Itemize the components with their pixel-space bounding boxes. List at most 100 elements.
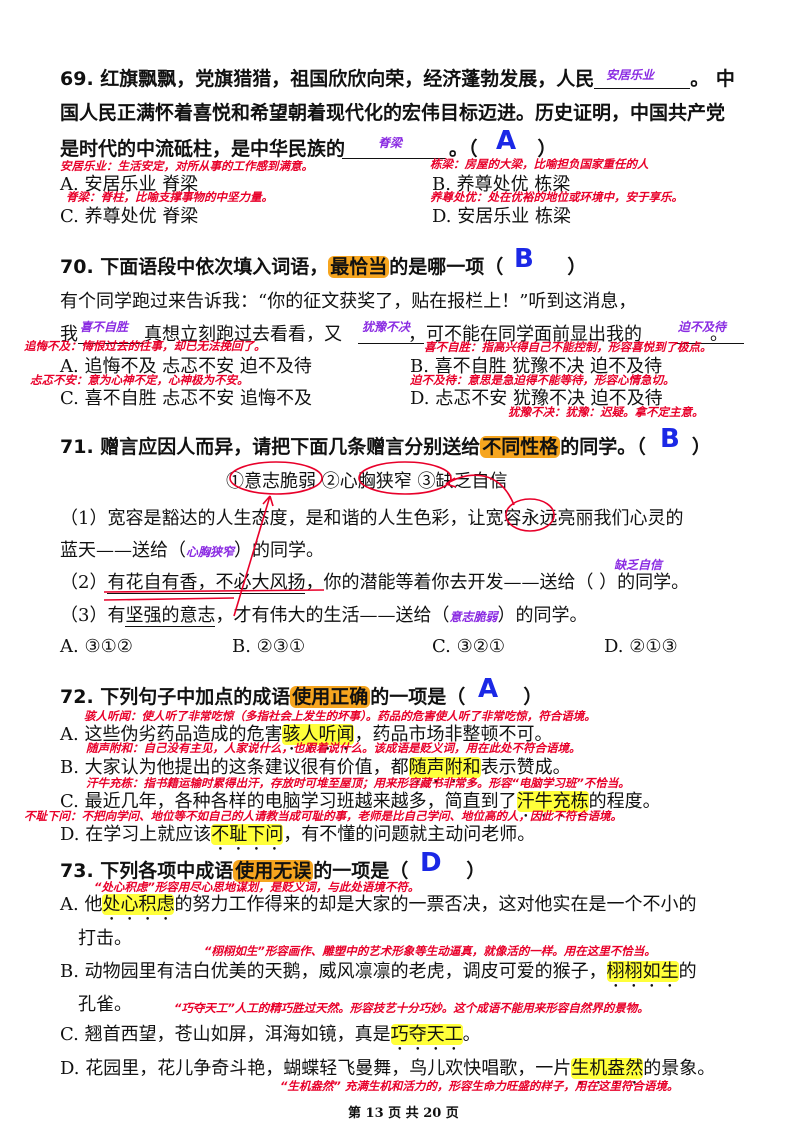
q70-fill1: 喜不自胜 <box>80 320 129 334</box>
q71-s1d: ）的同学。 <box>234 540 325 561</box>
q73-note3: “巧夺天工”人工的精巧胜过天然。形容技艺十分巧妙。这个成语不能用来形容自然界的景… <box>174 1001 649 1015</box>
arrow-to-trait2 <box>445 474 515 506</box>
q70-opt-b: B. 喜不自胜 犹豫不决 迫不及待 <box>410 356 663 377</box>
q70-fill3: 迫不及待 <box>678 320 727 334</box>
q73-answer: D <box>420 848 442 878</box>
q69-note-r2: 养尊处优：处在优裕的地位或环境中，安于享乐。 <box>430 190 683 204</box>
q71-s3-underlined: 坚强的意志 <box>125 605 216 627</box>
q71-answer: B <box>660 424 680 454</box>
arrow-head-trait1 <box>262 495 274 507</box>
q72-stem-b: 的一项是（ <box>370 686 466 708</box>
q73-opt-a2: 的努力工作得来的却是大家的一票否决，这对他实在是一个不小的 <box>174 894 697 915</box>
q70-note-r1: 喜不自胜：指高兴得自己不能控制，形容喜悦到了极点。 <box>424 340 712 354</box>
q69-line3: 是时代的中流砥柱，是中华民族的。（） <box>60 134 557 161</box>
q71-s3-fill: 意志脆弱 <box>449 610 498 624</box>
q71-stem-highlight: 不同性格 <box>480 436 561 458</box>
q72-note4: 不耻下问：不把向学问、地位等不如自己的人请教当成可耻的事，老师是比自己学问、地位… <box>24 809 622 823</box>
q72-opt-a-idiom: 骇人听闻 <box>282 724 355 745</box>
q70-line2: 我真想立刻跑过去看看，又，可不能在同学面前显出我的。 <box>60 320 728 346</box>
arrow-to-trait1 <box>233 495 271 617</box>
q73-opt-c: C. 翘首西望，苍山如屏，洱海如镜，真是巧夺天工。 <box>60 1020 481 1055</box>
q73-note4: “生机盎然” 充满生机和活力的，形容生命力旺盛的样子，用在这里符合语境。 <box>280 1079 679 1093</box>
q73-opt-d-idiom: 生机盎然 <box>571 1058 644 1079</box>
page-footer: 第 13 页 共 20 页 <box>348 1106 459 1121</box>
q71-opt-a: A. ③①② <box>60 636 133 657</box>
q70-line2a: 我 <box>60 324 78 345</box>
q70-stem: 70. 下面语段中依次填入词语，最恰当的是哪一项（） <box>60 252 586 279</box>
q73-stem-b: 的一项是（ <box>313 860 409 882</box>
q69-line2: 国人民正满怀着喜悦和希望朝着现代化的宏伟目标迈进。历史证明，中国共产党 <box>60 102 726 124</box>
q69-line1a: 69. 红旗飘飘，党旗猎猎，祖国欣欣向荣，经济蓬勃发展，人民 <box>60 68 595 90</box>
q69-fill2: 脊梁 <box>378 136 403 150</box>
q70-answer: B <box>514 244 534 274</box>
q70-blank3 <box>676 343 744 344</box>
q72-opt-c-idiom: 汗牛充栋 <box>516 791 589 812</box>
q69-note-r1: 栋梁：房屋的大梁，比喻担负国家重任的人 <box>430 157 649 171</box>
q70-stem-highlight: 最恰当 <box>328 256 390 278</box>
q70-stem-b: 的是哪一项（ <box>389 256 504 278</box>
q73-opt-b2: 的 <box>678 961 697 982</box>
q73-opt-a: A. 他处心积虑的努力工作得来的却是大家的一票否决，这对他实在是一个不小的 <box>60 890 696 925</box>
q72-stem: 72. 下列句子中加点的成语使用正确的一项是（） <box>60 682 542 709</box>
q71-s2a: （2） <box>60 572 108 593</box>
q73-stem: 73. 下列各项中成语使用无误的一项是（） <box>60 856 485 883</box>
q73-opt-c-idiom: 巧夺天工 <box>390 1024 463 1045</box>
q72-opt-d2: ，有不懂的问题就主动问老师。 <box>283 824 536 845</box>
q70-line1: 有个同学跑过来告诉我：“你的征文获奖了，贴在报栏上！”听到这消息， <box>60 291 637 312</box>
q71-opt-b: B. ②③① <box>232 636 306 657</box>
q69-opt-b: B. 养尊处优 栋梁 <box>432 174 571 195</box>
q72-opt-b2: 表示赞成。 <box>480 757 571 778</box>
trait2-circle <box>358 461 452 495</box>
q72-opt-a: A. 这些伪劣药品造成的危害骇人听闻，药品市场非整顿不可。 <box>60 720 552 755</box>
q72-answer: A <box>478 674 499 704</box>
q69-line3a: 是时代的中流砥柱，是中华民族的 <box>60 138 346 160</box>
q73-opt-b: B. 动物园里有洁白优美的天鹅，威风凛凛的老虎，调皮可爱的猴子，栩栩如生的 <box>60 957 697 992</box>
q72-stem-a: 72. 下列句子中加点的成语 <box>60 686 291 708</box>
q69-note-l2: 脊梁：脊柱，比喻支撑事物的中坚力量。 <box>66 190 273 204</box>
q70-line2d: 。 <box>710 324 728 345</box>
q71-traits: ①意志脆弱 ②心胸狭窄 ③缺乏自信 <box>226 471 508 492</box>
q71-s1a: （1）宽容是豁达的人生态度，是和谐的人生色彩，让 <box>60 508 486 529</box>
q69-fill1: 安居乐业 <box>606 68 655 82</box>
q69-line1b: 。 中 <box>690 68 735 90</box>
arrow-head-trait2 <box>445 477 457 488</box>
q72-opt-d: D. 在学习上就应该不耻下问，有不懂的问题就主动问老师。 <box>60 820 535 855</box>
q71-s3b: ，才有伟大的生活——送给（ <box>215 605 450 626</box>
q72-opt-c: C. 最近几年，各种各样的电脑学习班越来越多，简直到了汗牛充栋的程度。 <box>60 787 661 822</box>
q72-stem-c: ） <box>523 686 543 708</box>
q73-opt-d1: D. 花园里，花儿争奇斗艳，蝴蝶轻飞曼舞，鸟儿欢快唱歌，一片 <box>60 1058 572 1079</box>
q70-line2c: ，可不能在同学面前显出我的 <box>408 324 642 345</box>
q71-s1-line1: （1）宽容是豁达的人生态度，是和谐的人生色彩，让宽容永远亮丽我们心灵的 <box>60 504 683 530</box>
q69-opt-c: C. 养尊处优 脊梁 <box>60 206 199 227</box>
trait1-circle <box>229 461 323 495</box>
q71-stem-a: 71. 赠言应因人而异，请把下面几条赠言分别送给 <box>60 436 481 458</box>
q72-opt-d1: D. 在学习上就应该 <box>60 824 212 845</box>
q73-note1: “处心积虑”形容用尽心思地谋划，是贬义词，与此处语境不符。 <box>94 880 420 894</box>
q71-s1b: 永远亮丽我们心灵的 <box>521 508 684 529</box>
q71-s1-circled: 宽容 <box>485 508 522 529</box>
q71-stem-c: ） <box>691 436 711 458</box>
q73-opt-b1: B. 动物园里有洁白优美的天鹅，威风凛凛的老虎，调皮可爱的猴子， <box>60 961 607 982</box>
underline-s2 <box>103 589 325 593</box>
q70-fill2: 犹豫不决 <box>362 320 411 334</box>
q69-blank1 <box>594 88 690 89</box>
q72-opt-d-idiom: 不耻下问 <box>211 824 284 845</box>
q72-note3: 汗牛充栋：指书籍运输时累得出汗，存放时可堆至屋顶；用来形容藏书非常多。形容“电脑… <box>86 776 630 790</box>
q73-opt-b-idiom: 栩栩如生 <box>606 961 679 982</box>
q69-answer: A <box>496 126 517 156</box>
q73-opt-c2: 。 <box>462 1024 481 1045</box>
q71-s1-line2: 蓝天——送给（心胸狭窄）的同学。 <box>60 536 324 562</box>
q71-fill2: 缺乏自信 <box>614 558 663 572</box>
q70-note-r3: 犹豫不决：犹豫：迟疑。拿不定主意。 <box>508 405 704 419</box>
q71-s1c: 蓝天——送给（ <box>60 540 186 561</box>
q70-stem-c: ） <box>567 256 587 278</box>
q71-s3: （3）有坚强的意志，才有伟大的生活——送给（意志脆弱）的同学。 <box>60 601 587 627</box>
q69-line3b: 。（ <box>449 138 478 160</box>
q71-s2: （2）有花自有香，不必大风扬，你的潜能等着你去开发——送给（ ）的同学。 <box>60 568 689 594</box>
q72-note2: 随声附和：自己没有主见，人家说什么，也跟着说什么。该成语是贬义词，用在此处不符合… <box>86 741 581 755</box>
q71-s2-underlined: 有花自有香，不必大风扬 <box>107 572 306 594</box>
q73-opt-a-idiom: 处心积虑 <box>102 894 175 915</box>
q73-opt-d2: 的景象。 <box>643 1058 716 1079</box>
q70-blank1 <box>78 343 144 344</box>
q72-opt-c2: 的程度。 <box>588 791 661 812</box>
